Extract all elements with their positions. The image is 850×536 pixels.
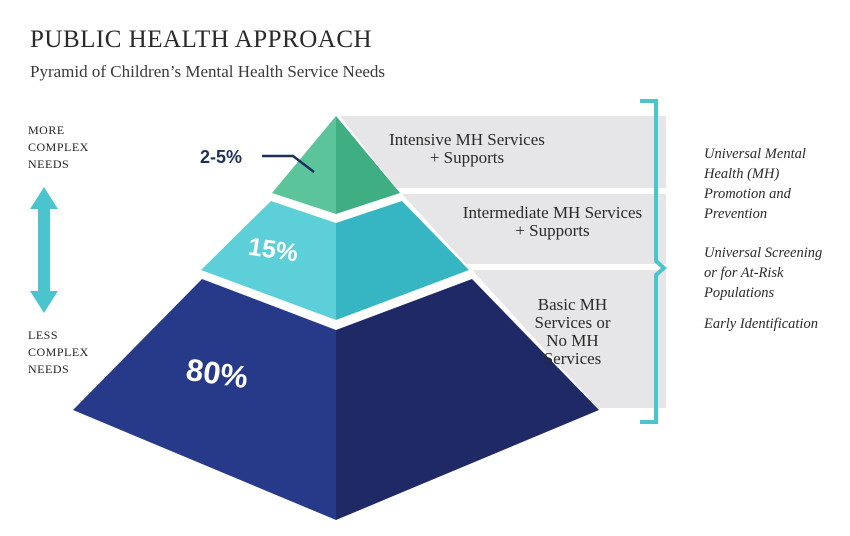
tier-intensive-right [336,116,400,214]
tier-intermediate-left [201,201,336,320]
universal-promotion-text: Universal Mental Health (MH) Promotion a… [704,146,806,222]
callout-line [262,154,315,173]
tier-intensive-label: Intensive MH Services + Supports [389,130,545,167]
panel-intermediate [402,194,666,264]
tier-intensive-percent: 2-5% [200,147,243,167]
bracket-icon [640,99,668,424]
early-identification-text: Early Identification [704,316,818,332]
tier-intermediate-label: Intermediate MH Services + Supports [462,203,643,240]
tier-basic-right [336,279,599,520]
panel-intensive [340,116,666,188]
more-complex-needs-label: MORE COMPLEX NEEDS [28,123,89,171]
tier-basic-label: Basic MH Services or No MH Services [534,295,611,368]
page-subtitle: Pyramid of Children’s Mental Health Serv… [30,62,386,81]
double-arrow-icon [30,187,58,313]
tier-basic-left [73,279,336,520]
tier-intermediate-right [336,201,469,320]
universal-screening-text: Universal Screening or for At-Risk Popul… [704,245,823,301]
less-complex-needs-label: LESS COMPLEX NEEDS [28,328,89,376]
page-title: PUBLIC HEALTH APPROACH [30,26,373,53]
panel-basic [472,270,666,408]
